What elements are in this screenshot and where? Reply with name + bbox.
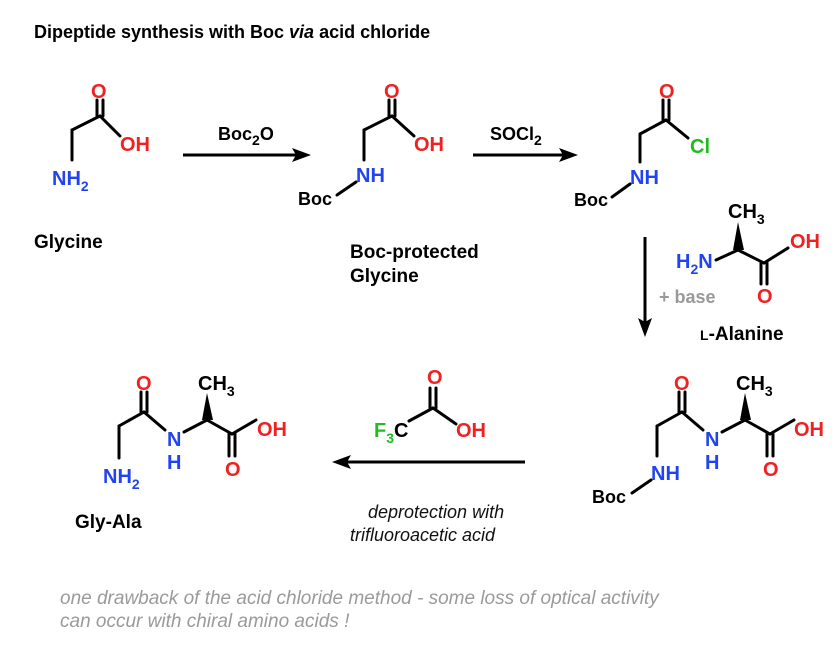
boc-glycine-label-line1: Boc-protected (350, 242, 479, 263)
nh-group: NH (356, 165, 385, 187)
amide-nitrogen: N (705, 429, 719, 451)
amide-hydrogen: H (167, 452, 181, 474)
reaction-arrow-down (638, 237, 652, 337)
note-line1: one drawback of the acid chloride method… (60, 588, 660, 609)
tfa-structure: O F3C OH (374, 367, 486, 446)
boc-group: Boc (592, 487, 626, 507)
hydroxyl-group: OH (120, 134, 150, 156)
boc-glycine-label-line2: Glycine (350, 266, 419, 287)
amine-group: H2N (676, 251, 713, 277)
gly-ala-structure: O N H CH3 OH O NH2 (103, 373, 287, 492)
boc-group: Boc (574, 190, 608, 210)
l-alanine-label: L-Alanine (700, 324, 784, 345)
hydroxyl-group: OH (790, 231, 820, 253)
deprotection-label-line1: deprotection with (368, 502, 504, 522)
amide-hydrogen: H (705, 452, 719, 474)
glycine-label: Glycine (34, 232, 103, 253)
page-title: Dipeptide synthesis with Boc via acid ch… (34, 22, 430, 42)
amine-group: NH2 (52, 168, 89, 194)
l-alanine-structure: CH3 H2N OH O (676, 201, 820, 308)
boc-glycine-structure: O OH NH Boc (298, 81, 444, 209)
amine-group: NH2 (103, 466, 140, 492)
note-line2: can occur with chiral amino acids ! (60, 611, 350, 632)
oxygen-atom: O (659, 81, 675, 103)
methyl-group: CH3 (728, 201, 765, 227)
acid-chloride-structure: O Cl NH Boc (574, 81, 710, 210)
plus-base-label: + base (659, 287, 716, 307)
methyl-group: CH3 (198, 373, 235, 399)
amide-nitrogen: N (167, 429, 181, 451)
hydroxyl-group: OH (257, 419, 287, 441)
deprotection-label-line2: trifluoroacetic acid (350, 525, 496, 545)
oxygen-atom: O (225, 459, 241, 481)
hydroxyl-group: OH (456, 420, 486, 442)
oxygen-atom: O (136, 373, 152, 395)
gly-ala-label: Gly-Ala (75, 512, 142, 533)
hydroxyl-group: OH (414, 134, 444, 156)
chlorine-atom: Cl (690, 136, 710, 158)
oxygen-atom: O (757, 286, 773, 308)
reaction-arrow-boc2o (183, 148, 311, 162)
trifluoromethyl-group: F3C (374, 420, 408, 446)
boc-gly-ala-structure: O N H CH3 OH O NH Boc (592, 373, 824, 507)
reagent-boc2o: Boc2O (218, 124, 274, 148)
reagent-socl2: SOCl2 (490, 124, 542, 148)
glycine-structure: O OH NH2 (52, 81, 150, 194)
oxygen-atom: O (763, 459, 779, 481)
oxygen-atom: O (674, 373, 690, 395)
oxygen-atom: O (91, 81, 107, 103)
nh-group: NH (630, 167, 659, 189)
oxygen-atom: O (384, 81, 400, 103)
nh-group: NH (651, 463, 680, 485)
boc-group: Boc (298, 189, 332, 209)
oxygen-atom: O (427, 367, 443, 389)
reaction-arrow-deprotection (332, 455, 525, 469)
hydroxyl-group: OH (794, 419, 824, 441)
methyl-group: CH3 (736, 373, 773, 399)
reaction-arrow-socl2 (473, 148, 578, 162)
